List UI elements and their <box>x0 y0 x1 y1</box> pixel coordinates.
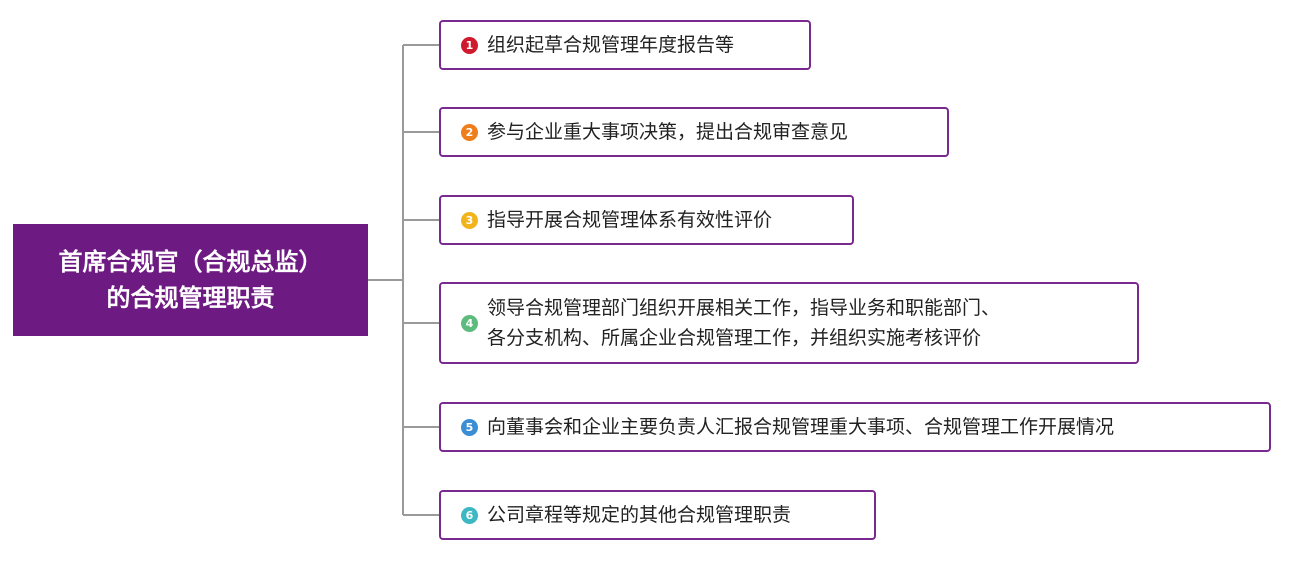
number-3-icon: 3 <box>461 211 478 229</box>
root-topic[interactable]: 首席合规官（合规总监） 的合规管理职责 <box>13 224 368 336</box>
branch-4-text-line-1: 领导合规管理部门组织开展相关工作，指导业务和职能部门、 <box>487 297 1001 319</box>
number-2-icon: 2 <box>461 123 478 141</box>
number-1-icon: 1 <box>461 36 478 54</box>
branch-5-text: 向董事会和企业主要负责人汇报合规管理重大事项、合规管理工作开展情况 <box>487 416 1115 438</box>
branch-2-text: 参与企业重大事项决策，提出合规审查意见 <box>487 121 849 143</box>
number-4-icon: 4 <box>461 314 478 332</box>
branch-1[interactable]: 1 组织起草合规管理年度报告等 <box>439 20 811 70</box>
branch-3[interactable]: 3 指导开展合规管理体系有效性评价 <box>439 195 854 245</box>
branch-6-text: 公司章程等规定的其他合规管理职责 <box>487 504 792 526</box>
branch-4[interactable]: 4 领导合规管理部门组织开展相关工作，指导业务和职能部门、 各分支机构、所属企业… <box>439 282 1139 364</box>
branch-3-text: 指导开展合规管理体系有效性评价 <box>487 209 773 231</box>
number-6-icon: 6 <box>461 506 478 524</box>
number-5-icon: 5 <box>461 418 478 436</box>
branch-6[interactable]: 6 公司章程等规定的其他合规管理职责 <box>439 490 876 540</box>
branch-1-text: 组织起草合规管理年度报告等 <box>487 34 735 56</box>
root-title-line-1: 首席合规官（合规总监） <box>58 248 323 276</box>
root-title-line-2: 的合规管理职责 <box>106 284 275 312</box>
branch-2[interactable]: 2 参与企业重大事项决策，提出合规审查意见 <box>439 107 949 157</box>
branch-4-text-line-2: 各分支机构、所属企业合规管理工作，并组织实施考核评价 <box>487 327 982 349</box>
branch-5[interactable]: 5 向董事会和企业主要负责人汇报合规管理重大事项、合规管理工作开展情况 <box>439 402 1271 452</box>
